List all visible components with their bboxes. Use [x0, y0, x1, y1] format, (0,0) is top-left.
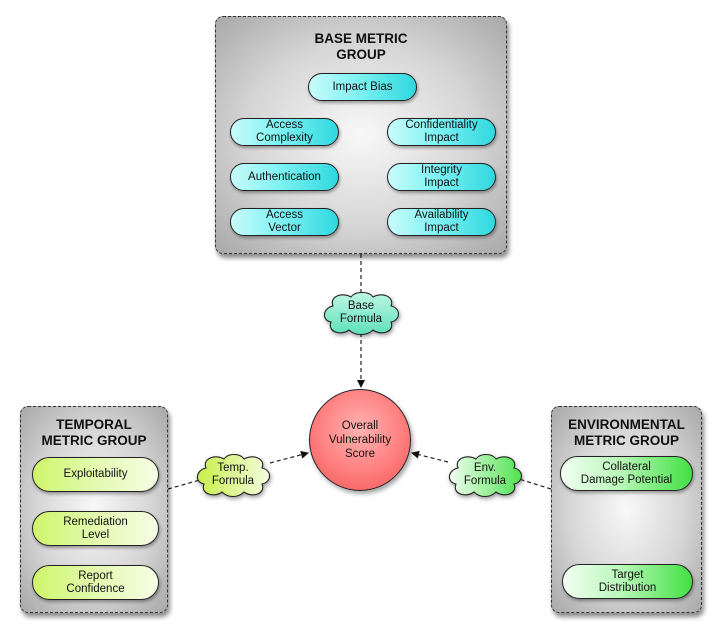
environmental-formula-label: Env. Formula	[463, 462, 507, 487]
metric-availability-impact[interactable]: Availability Impact	[387, 208, 496, 236]
base-formula-label: Base Formula	[339, 300, 383, 325]
temporal-formula-label: Temp. Formula	[211, 462, 255, 487]
metric-target-distribution[interactable]: Target Distribution	[562, 564, 693, 599]
metric-remediation-level[interactable]: Remediation Level	[32, 511, 159, 546]
environmental-formula-cloud: Env. Formula	[447, 453, 523, 498]
environmental-group-title: ENVIRONMENTAL METRIC GROUP	[568, 417, 685, 448]
base-group-title: BASE METRIC GROUP	[314, 31, 408, 62]
metric-collateral-damage-potential[interactable]: Collateral Damage Potential	[560, 456, 693, 491]
env-formula-to-score-arrow	[411, 450, 449, 463]
metric-access-vector[interactable]: Access Vector	[230, 208, 339, 236]
temporal-group-title: TEMPORAL METRIC GROUP	[41, 417, 147, 448]
temporal-formula-cloud: Temp. Formula	[195, 453, 271, 498]
temp-formula-to-score-arrow	[269, 450, 309, 464]
metric-access-complexity[interactable]: Access Complexity	[230, 118, 339, 146]
cloud-shape-icon	[448, 453, 523, 498]
metric-impact-bias[interactable]: Impact Bias	[308, 73, 417, 101]
temporal-metric-group: TEMPORAL METRIC GROUP Exploitability Rem…	[20, 406, 168, 613]
metric-integrity-impact[interactable]: Integrity Impact	[387, 163, 496, 191]
base-metric-group: BASE METRIC GROUP Impact Bias Access Com…	[215, 16, 507, 254]
temporal-to-formula-line	[167, 479, 201, 490]
base-formula-cloud: Base Formula	[321, 291, 401, 336]
metric-exploitability[interactable]: Exploitability	[32, 457, 159, 492]
metric-confidentiality-impact[interactable]: Confidentiality Impact	[387, 118, 496, 146]
environmental-to-formula-line	[518, 478, 552, 490]
environmental-metric-group: ENVIRONMENTAL METRIC GROUP Collateral Da…	[551, 406, 702, 613]
metric-report-confidence[interactable]: Report Confidence	[32, 565, 159, 600]
cloud-shape-icon	[196, 453, 271, 498]
cloud-shape-icon	[323, 291, 400, 336]
overall-vulnerability-score[interactable]: Overall Vulnerability Score	[309, 389, 411, 491]
metric-authentication[interactable]: Authentication	[230, 163, 339, 191]
